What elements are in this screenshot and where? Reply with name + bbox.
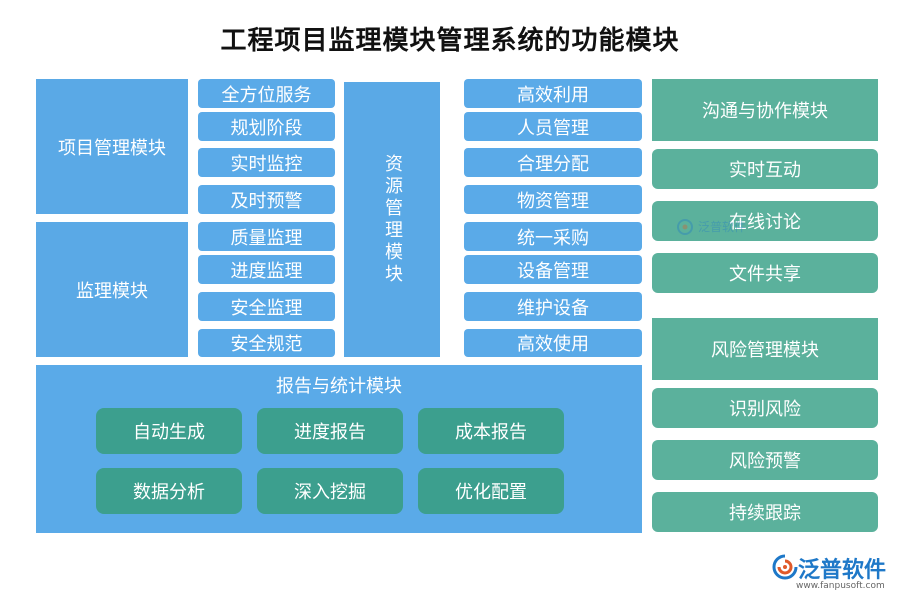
logo-name: 泛普软件 [798, 558, 887, 583]
resource-item: 合理分配 [464, 148, 642, 177]
resource-item: 统一采购 [464, 222, 642, 251]
project-module-label: 项目管理模块 [58, 137, 166, 159]
supervision-item: 质量监理 [198, 222, 335, 251]
logo-url: www.fanpusoft.com [796, 581, 885, 591]
resource-item: 人员管理 [464, 112, 642, 141]
report-item: 成本报告 [418, 408, 564, 454]
resource-module-header: 资源管理模块 [344, 82, 440, 357]
resource-item: 设备管理 [464, 255, 642, 284]
report-item: 进度报告 [257, 408, 403, 454]
communication-item: 文件共享 [652, 253, 878, 293]
resource-item: 高效利用 [464, 79, 642, 108]
communication-item: 在线讨论 [652, 201, 878, 241]
risk-item: 持续跟踪 [652, 492, 878, 532]
project-item: 实时监控 [198, 148, 335, 177]
risk-item: 识别风险 [652, 388, 878, 428]
fanpu-watermark-icon [677, 219, 693, 235]
watermark-text: 泛普软件 [698, 220, 747, 234]
supervision-module-header: 监理模块 [36, 222, 188, 357]
report-item: 深入挖掘 [257, 468, 403, 514]
project-item: 及时预警 [198, 185, 335, 214]
supervision-item: 安全监理 [198, 292, 335, 321]
report-item: 数据分析 [96, 468, 242, 514]
communication-item: 实时互动 [652, 149, 878, 189]
report-module-label: 报告与统计模块 [276, 376, 402, 397]
resource-item: 高效使用 [464, 329, 642, 357]
resource-module-label: 资源管理模块 [382, 153, 403, 286]
fanpu-logo: 泛普软件 www.fanpusoft.com [772, 552, 892, 592]
communication-module-header: 沟通与协作模块 [652, 79, 878, 141]
resource-item: 维护设备 [464, 292, 642, 321]
diagram-title: 工程项目监理模块管理系统的功能模块 [220, 26, 680, 56]
resource-item: 物资管理 [464, 185, 642, 214]
supervision-module-label: 监理模块 [76, 280, 148, 302]
report-item: 优化配置 [418, 468, 564, 514]
project-item: 规划阶段 [198, 112, 335, 141]
project-item: 全方位服务 [198, 79, 335, 108]
fanpu-logo-icon [772, 554, 798, 580]
watermark-logo: 泛普软件 [676, 218, 766, 238]
project-module-header: 项目管理模块 [36, 79, 188, 214]
report-item: 自动生成 [96, 408, 242, 454]
supervision-item: 安全规范 [198, 329, 335, 357]
risk-module-header: 风险管理模块 [652, 318, 878, 380]
risk-item: 风险预警 [652, 440, 878, 480]
supervision-item: 进度监理 [198, 255, 335, 284]
